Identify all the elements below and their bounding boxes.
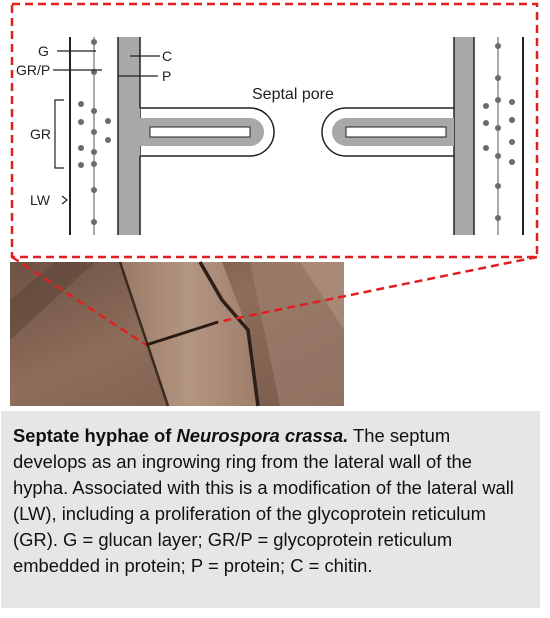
- inset-border: [10, 2, 539, 259]
- label-gr-p: GR/P: [16, 62, 50, 78]
- septum: [145, 320, 219, 347]
- caption-body: The septum develops as an ingrowing ring…: [13, 425, 514, 576]
- label-septal-pore: Septal pore: [252, 86, 334, 103]
- micrograph: [10, 261, 344, 407]
- left-reticulum-dots: [78, 39, 111, 225]
- hypha-wall-right: [198, 261, 260, 407]
- connector-left: [11, 255, 147, 347]
- label-gr: GR: [30, 126, 51, 142]
- inset-callout: [10, 2, 539, 347]
- label-lw: LW: [30, 192, 51, 208]
- right-wall-gray: [454, 37, 474, 235]
- hypha-wall-left: [118, 261, 170, 407]
- species-name: Neurospora crassa.: [176, 425, 349, 446]
- caption-title: Septate hyphae of Neurospora crassa.: [13, 425, 349, 446]
- right-reticulum-dots: [483, 43, 515, 221]
- connector-right: [217, 255, 538, 324]
- septum-figure: G GR/P GR LW C P Septal pore: [10, 2, 539, 407]
- label-c: C: [162, 48, 172, 64]
- caption: Septate hyphae of Neurospora crassa. The…: [1, 411, 540, 608]
- inset-schematic: G GR/P GR LW C P Septal pore: [16, 37, 524, 235]
- label-p: P: [162, 68, 171, 84]
- hypha-body: [120, 262, 258, 406]
- label-g: G: [38, 43, 49, 59]
